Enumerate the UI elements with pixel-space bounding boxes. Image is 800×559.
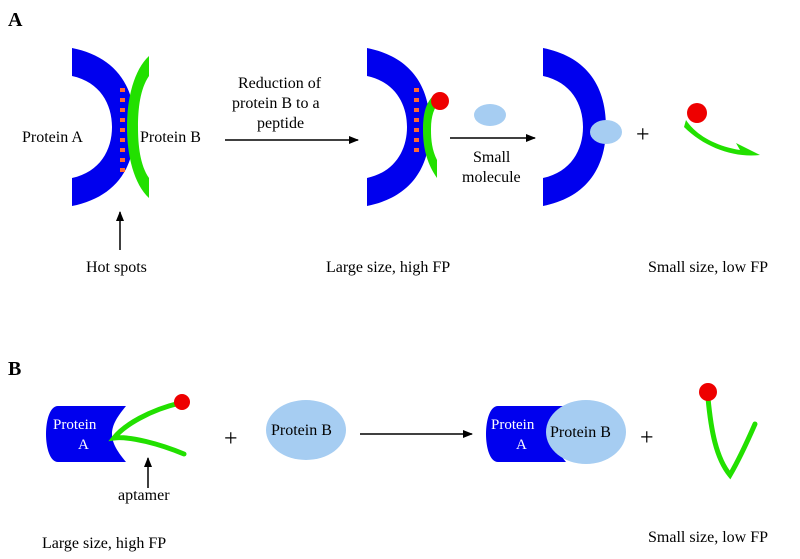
free-peptide-shape [684, 120, 760, 156]
caption-large-size-a: Large size, high FP [326, 259, 450, 276]
protein-a-cylinder-label-line1: Protein [53, 417, 97, 433]
fluorophore-dot-free-aptamer [699, 383, 717, 401]
protein-a-cylinder-label-line2: A [78, 437, 89, 453]
complex-protein-a-label-line1: Protein [491, 417, 535, 433]
protein-a-shape-middle [367, 48, 430, 206]
complex-protein-b-label: Protein B [550, 424, 611, 441]
step1-text-line1: Reduction of [238, 75, 322, 92]
protein-b-ellipse-label: Protein B [271, 422, 332, 439]
step2-text-line2: molecule [462, 169, 521, 186]
step1-text-line3: peptide [257, 115, 304, 132]
hot-spots-label: Hot spots [86, 259, 147, 276]
caption-small-size-a: Small size, low FP [648, 259, 768, 276]
plus-sign-a: + [636, 122, 650, 148]
aptamer-shape [108, 400, 187, 457]
hot-spots-dashes [120, 88, 125, 172]
protein-b-ellipse [266, 400, 346, 460]
caption-large-size-b: Large size, high FP [42, 535, 166, 552]
hot-spots-dashes-middle [414, 88, 419, 152]
step2-text-line1: Small [473, 149, 511, 166]
protein-b-label: Protein B [140, 129, 201, 146]
peptide-shape-middle [423, 96, 441, 178]
protein-a-label: Protein A [22, 129, 83, 146]
panel-b-label: B [8, 358, 21, 380]
caption-small-size-b: Small size, low FP [648, 529, 768, 546]
plus-sign-b2: + [640, 425, 654, 451]
protein-a-shape [72, 48, 135, 206]
aptamer-label: aptamer [118, 487, 170, 504]
fluorophore-dot-aptamer [174, 394, 190, 410]
protein-b-shape [127, 56, 149, 198]
fluorophore-dot-middle [431, 92, 449, 110]
small-molecule-bound [590, 120, 622, 144]
fluorophore-dot-free [687, 103, 707, 123]
complex-protein-b-ellipse [546, 400, 626, 464]
complex-protein-a-label-line2: A [516, 437, 527, 453]
step1-text-line2: protein B to a [232, 95, 320, 112]
free-aptamer-shape [705, 395, 758, 480]
small-molecule-shape [474, 104, 506, 126]
panel-a-label: A [8, 9, 23, 31]
protein-a-shape-right [543, 48, 606, 206]
complex-protein-a-cylinder [486, 406, 566, 462]
plus-sign-b1: + [224, 426, 238, 452]
protein-a-cylinder [46, 406, 126, 462]
